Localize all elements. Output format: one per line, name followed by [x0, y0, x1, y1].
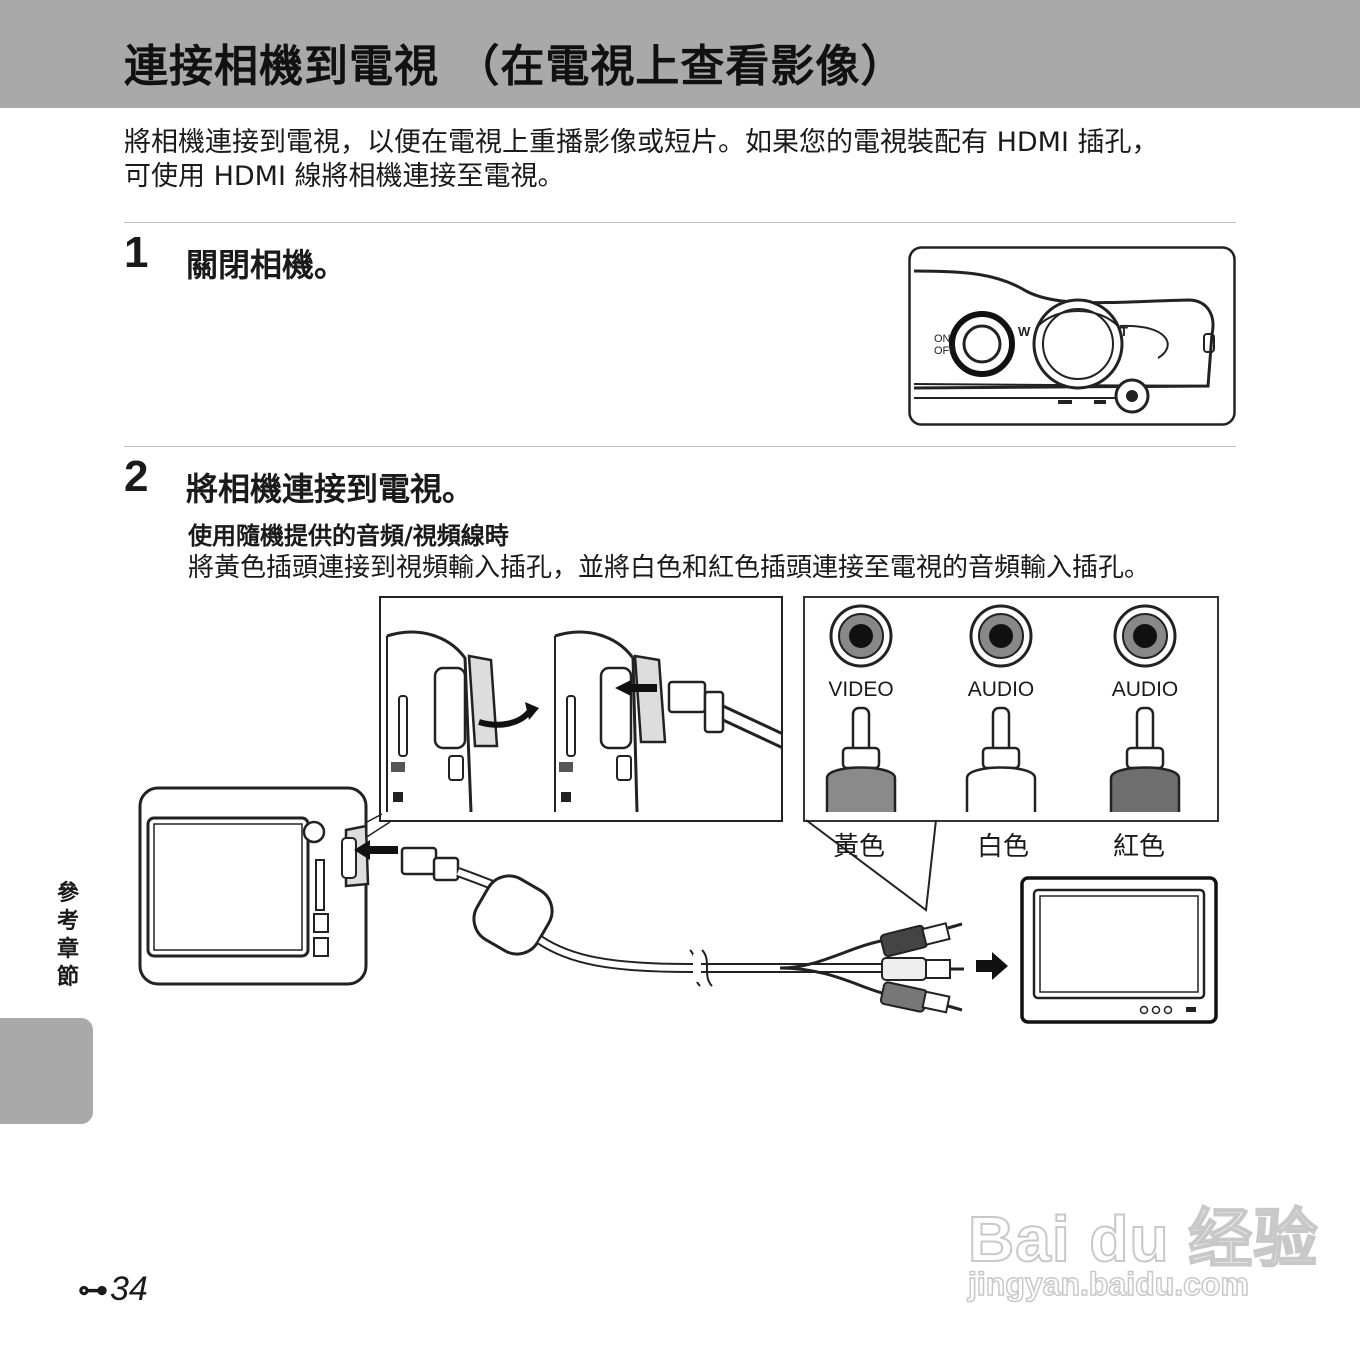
camera-icon — [140, 788, 368, 984]
jack-label-audio-2: AUDIO — [1100, 678, 1190, 702]
page-number-value: 34 — [110, 1270, 148, 1308]
video-jack-icon — [831, 606, 891, 666]
step-1-number: 1 — [124, 228, 148, 278]
side-tab-label: 參考章節 — [48, 880, 88, 992]
step-1-text: 關閉相機。 — [186, 240, 346, 286]
step-2-number: 2 — [124, 452, 148, 502]
step-2-text: 將相機連接到電視。 — [186, 464, 474, 510]
audio-right-jack-icon — [1115, 606, 1175, 666]
audio-left-jack-icon — [971, 606, 1031, 666]
intro-paragraph: 將相機連接到電視，以便在電視上重播影像或短片。如果您的電視裝配有 HDMI 插孔… — [124, 126, 1244, 194]
camera-top-illustration: ON OFF W T — [908, 246, 1236, 426]
svg-text:OFF: OFF — [934, 345, 956, 357]
reference-section-icon: ⊶ — [78, 1274, 108, 1307]
page-title: 連接相機到電視 （在電視上查看影像） — [124, 30, 905, 94]
intro-line-1: 將相機連接到電視，以便在電視上重播影像或短片。如果您的電視裝配有 HDMI 插孔… — [124, 126, 1244, 160]
svg-text:ON: ON — [934, 333, 951, 345]
tv-icon — [1022, 878, 1216, 1022]
connection-diagram — [130, 780, 1230, 1030]
reference-chapter-tab — [0, 1018, 93, 1124]
watermark-url: jingyan.baidu.com — [968, 1266, 1249, 1303]
section-divider — [124, 446, 1236, 447]
page-number: ⊶34 — [78, 1270, 148, 1309]
svg-text:W: W — [1018, 324, 1031, 339]
step-2-subhead: 使用隨機提供的音頻/視頻線時 — [188, 516, 509, 551]
step-2-instructions: 將黃色插頭連接到視頻輸入插孔，並將白色和紅色插頭連接至電視的音頻輸入插孔。 — [188, 547, 1150, 584]
intro-line-2: 可使用 HDMI 線將相機連接至電視。 — [124, 160, 1244, 194]
jack-label-audio-1: AUDIO — [956, 678, 1046, 702]
section-divider — [124, 222, 1236, 223]
jack-label-video: VIDEO — [816, 678, 906, 702]
